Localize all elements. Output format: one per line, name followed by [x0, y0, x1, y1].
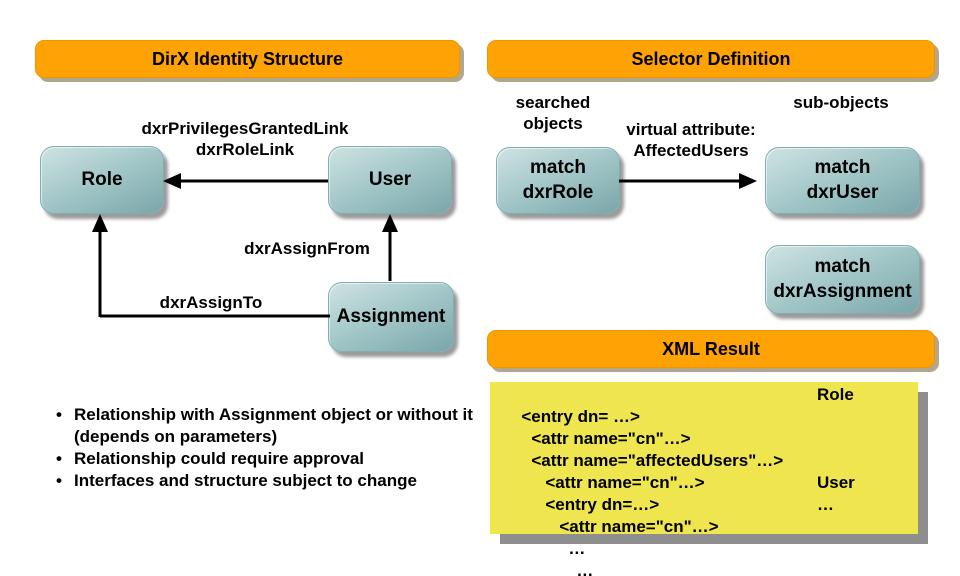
xml-result-box: <entry dn= …> Role <attr name="cn"…> <at… — [490, 382, 918, 576]
xml-text: … — [568, 539, 586, 558]
xml-text: <attr name="cn"…> — [545, 473, 705, 492]
bullet-item: Relationship could require approval — [48, 448, 480, 470]
node-assignment: Assignment — [328, 282, 454, 352]
xml-text: … — [576, 561, 594, 576]
xml-line: <entry dn= …> Role — [493, 384, 918, 426]
xml-line: <attr name="cn"…> — [503, 406, 918, 448]
xml-line: <attr name="cn"…> … — [531, 494, 918, 536]
node-match-dxruser: match dxrUser — [765, 147, 920, 214]
bullet-item: Relationship with Assignment object or w… — [48, 404, 480, 448]
xml-result-header: XML Result — [487, 330, 935, 368]
node-role: Role — [40, 146, 164, 214]
arrow-matchrole-to-matchuser — [619, 173, 757, 189]
node-match-dxrrole: match dxrRole — [496, 147, 620, 214]
xml-text: <attr name="affectedUsers"…> — [531, 451, 784, 470]
xml-text: <attr name="cn"…> — [531, 429, 691, 448]
arrow-assignfrom-up — [382, 214, 398, 281]
node-user: User — [328, 146, 452, 214]
xml-line: … — [540, 516, 918, 558]
arrow-user-to-role — [163, 173, 328, 189]
label-assign-from: dxrAssignFrom — [244, 239, 370, 258]
xml-line: <attr name="cn"…> — [517, 450, 918, 492]
label-role-link: dxrRoleLink — [195, 140, 295, 159]
right-panel-header: Selector Definition — [487, 40, 935, 78]
label-privileges-granted-link: dxrPrivilegesGrantedLink — [141, 119, 349, 138]
left-panel-header: DirX Identity Structure — [35, 40, 460, 78]
notes-bullet-list: Relationship with Assignment object or w… — [48, 404, 480, 492]
node-match-dxrassignment: match dxrAssignment — [765, 245, 920, 314]
xml-note-role: Role — [817, 385, 854, 404]
label-sub-objects: sub-objects — [793, 93, 889, 112]
label-searched-objects: searched objects — [515, 93, 591, 133]
xml-note-user: User — [817, 473, 855, 492]
xml-text: <entry dn= …> — [521, 407, 640, 426]
xml-text: <attr name="cn"…> — [559, 517, 719, 536]
label-virtual-attribute: virtual attribute: AffectedUsers — [626, 120, 756, 160]
bullet-item: Interfaces and structure subject to chan… — [48, 470, 480, 492]
xml-line: … — [548, 538, 918, 576]
xml-text: <entry dn=…> — [545, 495, 660, 514]
label-assign-to: dxrAssignTo — [159, 293, 263, 312]
xml-line: <attr name="affectedUsers"…> — [503, 428, 918, 470]
xml-line: <entry dn=…> User — [517, 472, 918, 514]
xml-note-ellipsis: … — [817, 495, 834, 514]
